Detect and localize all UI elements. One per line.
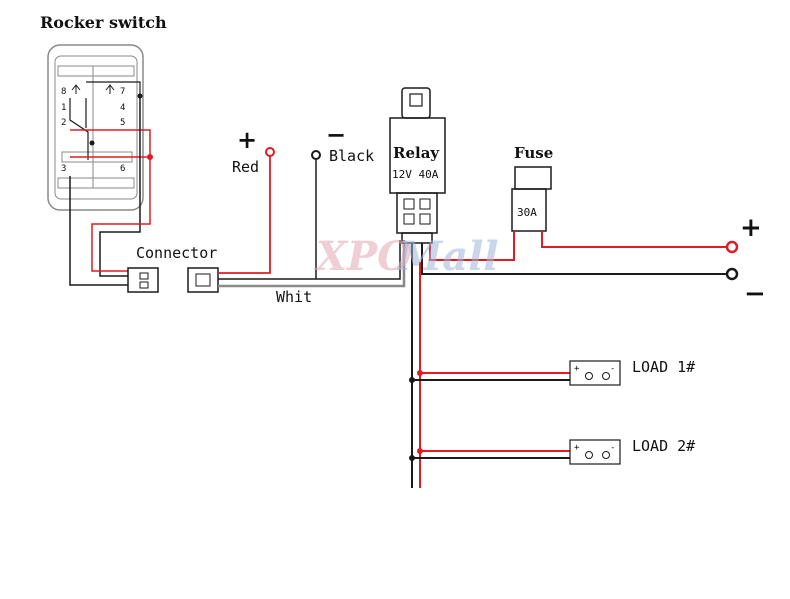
load-2-terminal-block: + - <box>569 439 621 465</box>
fuse-label: Fuse <box>514 144 553 162</box>
connector-female <box>187 267 219 293</box>
connector-male <box>127 267 159 293</box>
load-1-terminal-block: + - <box>569 360 621 386</box>
load-1-plus: + <box>574 364 580 374</box>
load-2-minus: - <box>610 443 615 453</box>
plus-sign-red-lead: + <box>237 125 257 154</box>
battery-positive-terminal <box>725 240 739 254</box>
lamp-arrow-icon-left <box>71 84 81 94</box>
connector-label: Connector <box>136 244 217 262</box>
rocker-switch: 8 7 1 4 2 5 3 6 <box>47 44 153 211</box>
switch-pin-1: 1 <box>61 103 66 113</box>
relay-rating: 12V 40A <box>392 168 439 181</box>
switch-pin-6: 6 <box>120 164 125 174</box>
load-1-label: LOAD 1# <box>632 358 695 376</box>
switch-pin-5: 5 <box>120 118 125 128</box>
red-lead-terminal <box>265 147 275 157</box>
battery-plus-sign: + <box>740 213 762 243</box>
fuse: 30A <box>511 166 552 232</box>
fuse-rating: 30A <box>517 206 537 219</box>
relay-to-fuse-wire <box>429 231 515 261</box>
relay: Relay 12V 40A <box>389 87 446 244</box>
switch-pin-8: 8 <box>61 87 66 97</box>
switch-pin-7: 7 <box>120 87 125 97</box>
load-1-minus: - <box>610 364 615 374</box>
minus-sign-black-lead: − <box>326 120 346 149</box>
switch-to-connector-wires <box>69 96 151 286</box>
load-2-label: LOAD 2# <box>632 437 695 455</box>
load-2-plus: + <box>574 443 580 453</box>
watermark-xpo: XPO <box>313 233 412 280</box>
fuse-to-positive-wire <box>541 231 728 248</box>
relay-label: Relay <box>393 144 440 162</box>
switch-pin-3: 3 <box>61 164 66 174</box>
black-lead-terminal <box>311 150 321 160</box>
ground-wire <box>421 243 728 275</box>
switch-pin-2: 2 <box>61 118 66 128</box>
lamp-arrow-icon-right <box>105 84 115 94</box>
red-lead-wire <box>218 156 271 274</box>
red-label: Red <box>232 158 259 176</box>
white-label: Whit <box>276 288 312 306</box>
black-label: Black <box>329 147 374 165</box>
rocker-switch-title: Rocker switch <box>40 13 167 32</box>
battery-negative-terminal <box>725 267 739 281</box>
switch-pin-4: 4 <box>120 103 125 113</box>
watermark-mall: Mall <box>396 233 499 280</box>
white-wire <box>218 240 406 288</box>
battery-minus-sign: − <box>744 279 766 309</box>
